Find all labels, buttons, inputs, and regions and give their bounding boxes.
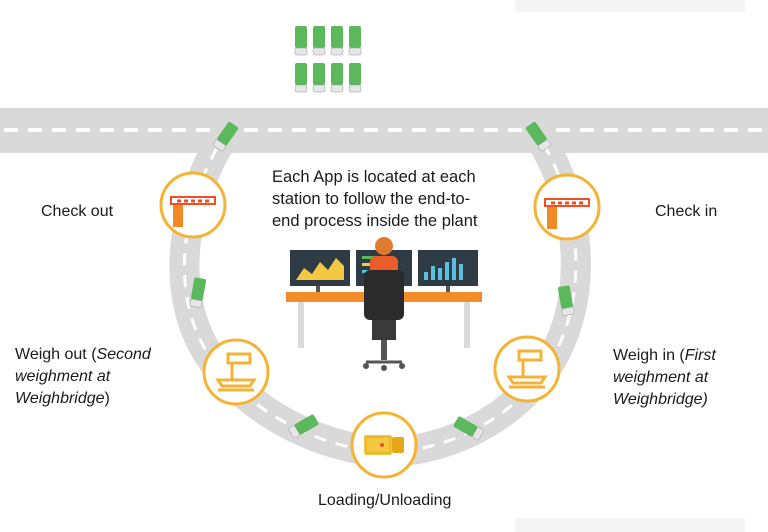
truck-icon	[348, 63, 362, 93]
desk-leg-left	[298, 302, 304, 348]
truck-icon	[294, 63, 308, 93]
caption-line-3: end process inside the plant	[272, 212, 478, 230]
truck-icon	[294, 26, 308, 56]
monitor-right	[418, 250, 478, 294]
check-out-station	[159, 171, 227, 239]
weigh-in-italic-3: Weighbridge)	[613, 391, 708, 408]
check-in-station	[533, 173, 601, 241]
corner-patch-top	[515, 0, 745, 12]
caption: Each App is located at each station to f…	[272, 166, 512, 232]
truck-icon	[525, 121, 551, 152]
truck-icon	[189, 277, 207, 308]
truck-icon	[348, 26, 362, 56]
truck-icon	[330, 26, 344, 56]
check-in-label: Check in	[655, 203, 718, 220]
weigh-out-station	[202, 338, 270, 406]
truck-icon	[312, 26, 326, 56]
weigh-in-italic-1: First	[684, 347, 716, 364]
weigh-out-prefix: Weigh out (	[15, 346, 97, 363]
operator-workstation	[286, 237, 482, 371]
weigh-out-italic-1: Second	[96, 346, 151, 363]
truck-icon	[330, 63, 344, 93]
desk-leg-right	[464, 302, 470, 348]
weighbridge-scale-icon	[506, 349, 548, 389]
weigh-out-italic-2: weighment at	[15, 368, 111, 385]
caption-line-1: Each App is located at each	[272, 168, 476, 186]
loading-truck-icon	[364, 435, 404, 455]
weigh-in-italic-2: weighment at	[613, 369, 709, 386]
operator-icon	[363, 237, 405, 371]
weigh-in-prefix: Weigh in (	[613, 347, 685, 364]
weigh-out-label: Weigh out (Second weighment at Weighbrid…	[15, 344, 185, 410]
loading-station	[350, 411, 418, 479]
parked-trucks	[294, 26, 362, 93]
loading-label: Loading/Unloading	[318, 492, 452, 509]
barrier-gate-icon	[544, 198, 590, 229]
truck-icon	[557, 285, 575, 316]
truck-icon	[453, 416, 484, 441]
weigh-out-italic-3: Weighbridge	[15, 390, 105, 407]
caption-line-2: station to follow the end-to-	[272, 190, 471, 208]
monitor-left	[290, 250, 350, 294]
barrier-gate-icon	[170, 196, 216, 227]
check-out-label: Check out	[41, 203, 114, 220]
truck-icon	[213, 121, 239, 152]
weigh-in-station	[493, 335, 561, 403]
weighbridge-scale-icon	[215, 352, 257, 392]
loop-trucks	[189, 121, 575, 441]
corner-patch-bottom	[515, 518, 745, 532]
truck-icon	[288, 414, 319, 439]
truck-icon	[312, 63, 326, 93]
weigh-out-suffix: )	[104, 390, 110, 407]
weigh-in-label: Weigh in (First weighment at Weighbridge…	[613, 345, 763, 411]
